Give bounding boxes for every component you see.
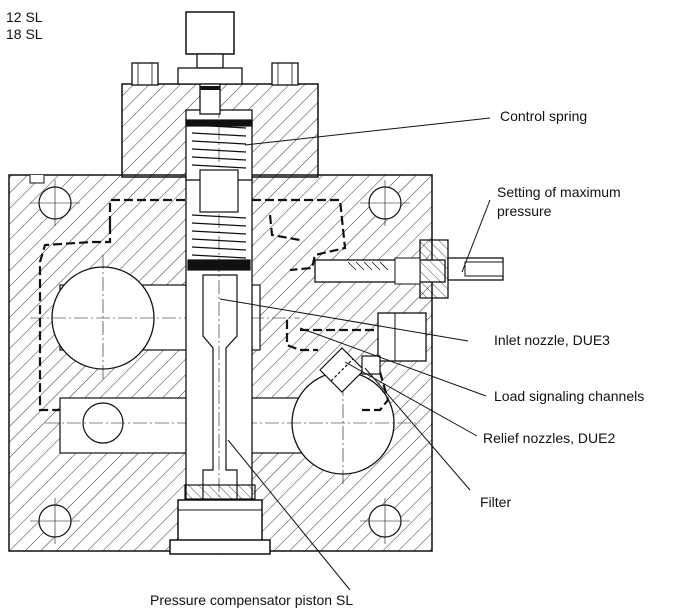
setting-max-pressure-label-line1: Setting of maximum bbox=[497, 184, 621, 200]
control-spring-label: Control spring bbox=[500, 108, 588, 124]
side-port-cap bbox=[377, 312, 427, 362]
filter-symbol bbox=[319, 347, 381, 393]
model-label-12sl: 12 SL bbox=[6, 9, 43, 25]
piston-label: Pressure compensator piston SL bbox=[150, 592, 354, 608]
setting-max-pressure-label-line2: pressure bbox=[497, 203, 552, 219]
top-adjuster bbox=[177, 11, 243, 115]
model-label-18sl: 18 SL bbox=[6, 26, 43, 42]
leader-lines bbox=[219, 117, 491, 591]
relief-nozzles-label: Relief nozzles, DUE2 bbox=[483, 430, 616, 446]
bottom-plug bbox=[169, 484, 271, 555]
filter-label: Filter bbox=[480, 494, 512, 510]
load-signaling-label: Load signaling channels bbox=[494, 388, 645, 404]
control-spring-coils bbox=[185, 119, 253, 271]
dashed-channels bbox=[38, 198, 390, 412]
pressure-setting-screw bbox=[314, 239, 504, 299]
inlet-nozzle-label: Inlet nozzle, DUE3 bbox=[494, 332, 610, 348]
